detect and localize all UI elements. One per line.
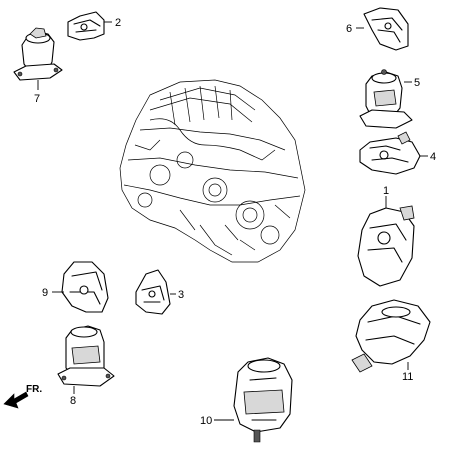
callout-5: 5 [414,77,420,89]
callout-3: 3 [178,289,184,301]
callout-2: 2 [115,17,121,29]
callout-6: 6 [346,23,352,35]
callout-10: 10 [200,415,212,427]
part-1-mount [357,205,415,287]
part-7-mount [13,27,63,81]
part-9-bracket [61,261,109,313]
front-arrow-icon [3,391,29,409]
callout-labels: 2 7 6 5 4 1 9 3 8 10 11 [34,17,436,427]
part-8-mount [57,325,115,387]
callout-1: 1 [383,185,389,197]
part-3-bracket [135,269,171,315]
part-10-mount [233,357,293,443]
front-label: FR. [26,384,42,395]
callout-9: 9 [42,287,48,299]
callout-11: 11 [402,371,413,383]
part-6-bracket [363,7,409,51]
engine-assembly [119,79,306,263]
part-11-mount [351,299,431,373]
part-5-mount [359,69,413,129]
leader-lines [37,21,428,421]
callout-8: 8 [70,395,76,407]
part-2-bracket [67,11,105,41]
part-4-bracket [359,131,421,175]
callout-7: 7 [34,93,40,105]
callout-4: 4 [430,151,436,163]
front-direction-indicator: FR. [3,384,42,409]
